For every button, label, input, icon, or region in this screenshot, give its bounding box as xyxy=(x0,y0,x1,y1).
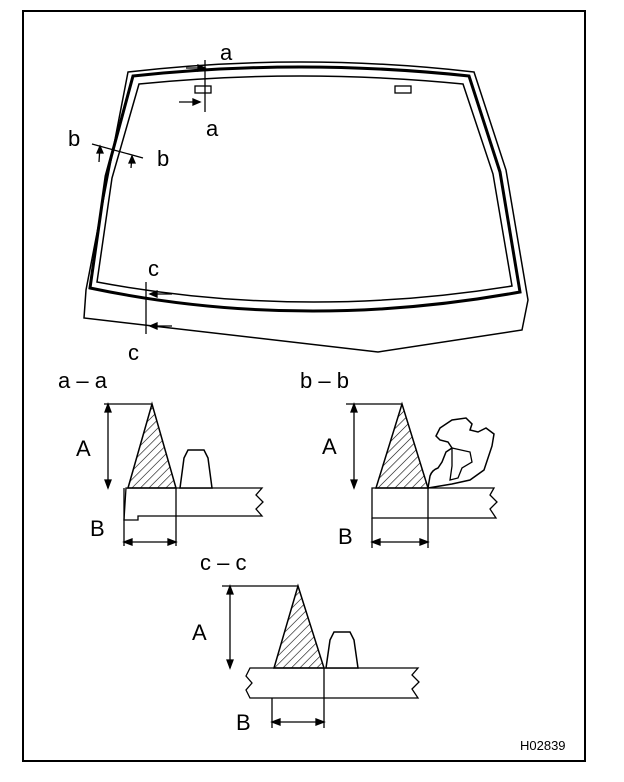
section-label-b-left: b xyxy=(68,126,80,151)
section-label-a-bottom: a xyxy=(206,116,219,141)
clip-right xyxy=(394,85,412,94)
detail-cc xyxy=(222,583,420,728)
adhesive-bead-aa xyxy=(127,401,177,489)
dim-label-B-aa: B xyxy=(90,516,105,541)
section-marker-c xyxy=(145,282,172,334)
detail-title-bb: b – b xyxy=(300,368,349,393)
dim-label-A-bb: A xyxy=(322,434,337,459)
windshield-top-view xyxy=(83,61,529,353)
clip-left xyxy=(194,85,212,94)
dim-label-B-cc: B xyxy=(236,710,251,735)
detail-aa xyxy=(104,401,264,546)
adhesive-bead-cc xyxy=(272,583,326,669)
section-label-b-right: b xyxy=(157,146,169,171)
section-label-a-top: a xyxy=(220,40,233,65)
dam-aa xyxy=(179,449,213,489)
dim-label-A-aa: A xyxy=(76,436,91,461)
molding-inner xyxy=(96,75,513,303)
adhesive-bead-bb xyxy=(374,401,430,489)
section-label-c-bottom: c xyxy=(128,340,139,365)
section-marker-a xyxy=(179,60,207,112)
section-marker-b xyxy=(91,143,144,169)
detail-title-cc: c – c xyxy=(200,550,246,575)
detail-title-aa: a – a xyxy=(58,368,108,393)
dim-label-A-cc: A xyxy=(192,620,207,645)
dim-label-B-bb: B xyxy=(338,524,353,549)
figure-code: H02839 xyxy=(520,738,566,753)
molding-outer xyxy=(88,65,522,313)
detail-bb xyxy=(346,401,498,548)
figure-frame xyxy=(22,10,586,762)
section-label-c-top: c xyxy=(148,256,159,281)
glass-outer-outline xyxy=(83,61,529,353)
dam-cc xyxy=(325,631,359,669)
